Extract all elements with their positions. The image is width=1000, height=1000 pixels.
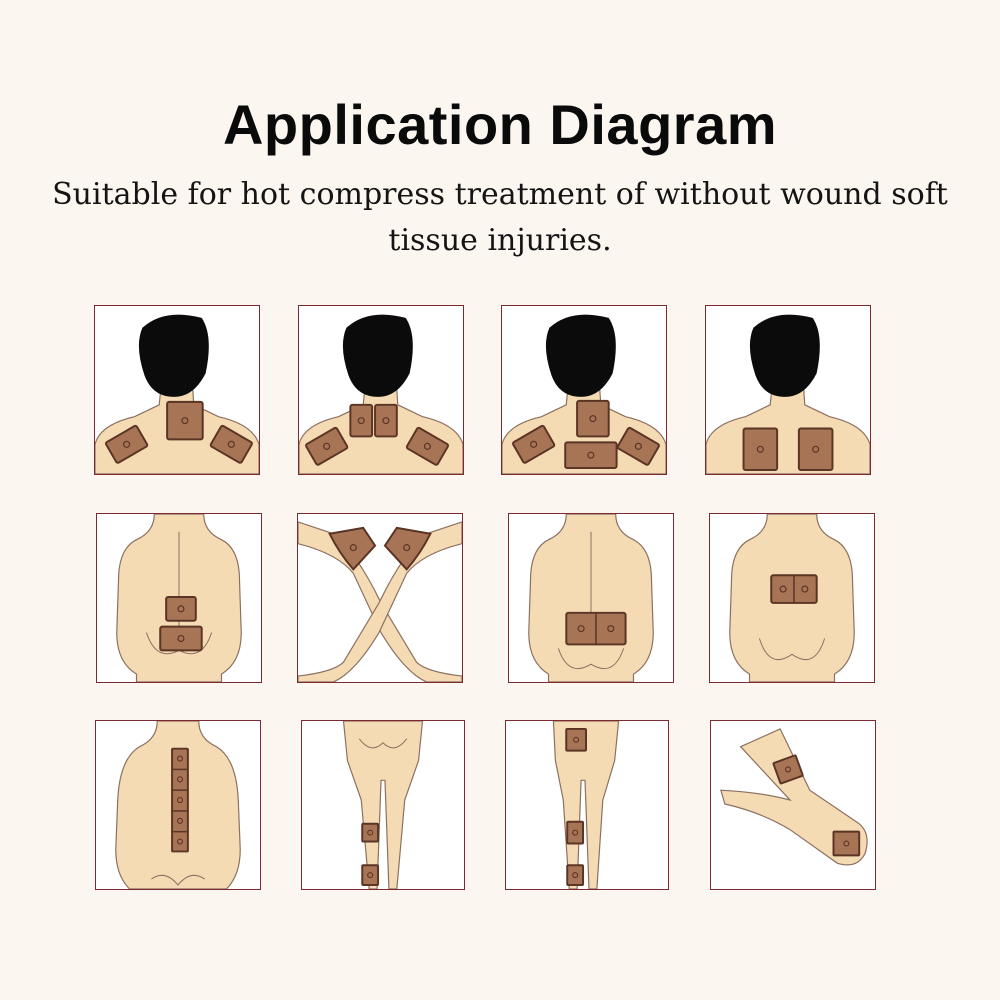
panel-knees [297, 513, 463, 683]
panel-back-of-leg [301, 720, 465, 890]
panel-thigh-and-calf [505, 720, 669, 890]
panel-neck-upper-back [501, 305, 667, 475]
panel-lower-back-spine [96, 513, 262, 683]
panel-lower-back-wide [508, 513, 674, 683]
panel-full-spine [95, 720, 261, 890]
page-title: Application Diagram [222, 93, 778, 156]
panel-neck-two-patches [298, 305, 464, 475]
panel-mid-back [709, 513, 875, 683]
panel-upper-back [705, 305, 871, 475]
panel-arm [710, 720, 876, 890]
page-subtitle: Suitable for hot compress treatment of w… [52, 177, 948, 258]
panel-neck-shoulders [94, 305, 260, 475]
